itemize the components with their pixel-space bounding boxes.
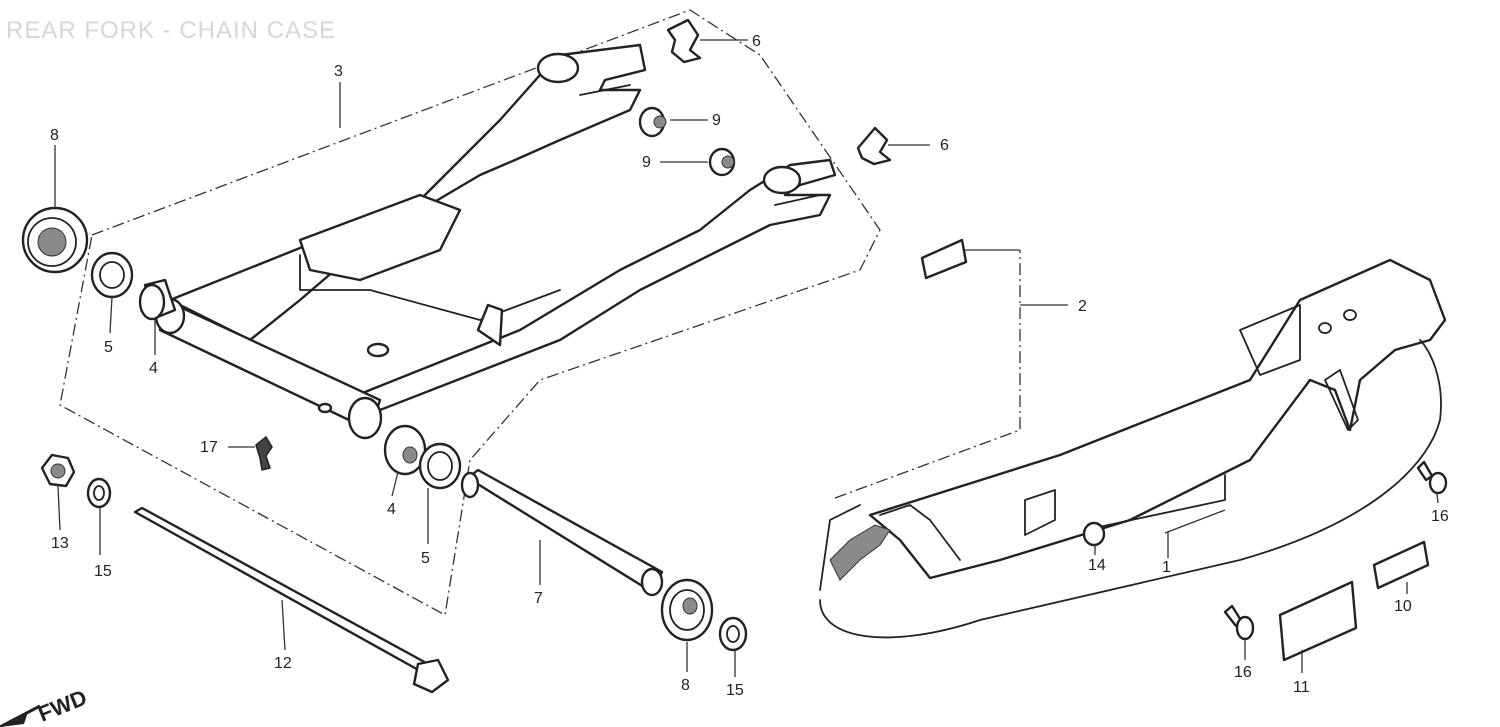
rear-fork-group-outline <box>59 9 881 617</box>
chain-case-label-drawing <box>920 238 968 280</box>
fwd-arrow-icon <box>0 704 41 727</box>
chain-case-drawing <box>819 258 1447 639</box>
adjuster-bushing-upper-drawing <box>638 106 667 138</box>
callout-12: 12 <box>274 655 292 672</box>
fwd-label: FWD <box>35 685 91 727</box>
callout-6-lower: 6 <box>940 137 949 154</box>
pivot-cap-left-drawing <box>21 206 89 274</box>
chain-case-group-outline <box>834 250 1021 499</box>
caution-label-small-drawing <box>1372 540 1430 590</box>
callout-9-upper: 9 <box>712 112 721 129</box>
callout-11: 11 <box>1293 679 1310 696</box>
leader-lines <box>54 39 1439 677</box>
bolt-lower-drawing <box>1223 604 1255 641</box>
adjuster-bushing-lower-drawing <box>708 147 736 177</box>
washer-right-drawing <box>718 616 748 652</box>
callout-6-upper: 6 <box>752 33 761 50</box>
callout-16-lower: 16 <box>1234 664 1252 681</box>
callout-2: 2 <box>1078 298 1087 315</box>
callout-10: 10 <box>1394 598 1412 615</box>
callout-9-lower: 9 <box>642 154 651 171</box>
caution-label-large-drawing <box>1278 580 1358 662</box>
callout-15-left: 15 <box>94 563 112 580</box>
diagram-title: REAR FORK - CHAIN CASE <box>6 17 336 44</box>
pivot-bolt-drawing <box>133 506 450 694</box>
callout-3: 3 <box>334 63 343 80</box>
pivot-nut-drawing <box>40 453 76 488</box>
callout-1: 1 <box>1162 559 1171 576</box>
washer-left-drawing <box>86 477 112 509</box>
callout-5-right: 5 <box>421 550 430 567</box>
callout-17: 17 <box>200 439 218 456</box>
callout-5-left: 5 <box>104 339 113 356</box>
grease-fitting-drawing <box>255 435 273 471</box>
callout-8-left: 8 <box>50 127 59 144</box>
callout-7: 7 <box>534 590 543 607</box>
callout-15-right: 15 <box>726 682 744 699</box>
callout-labels: 1 2 3 4 4 5 5 6 6 7 8 8 9 9 10 11 12 13 … <box>50 33 1449 699</box>
callout-14: 14 <box>1088 557 1106 574</box>
callout-8-right: 8 <box>681 677 690 694</box>
callout-16-upper: 16 <box>1431 508 1449 525</box>
dust-seal-right-drawing <box>418 442 462 490</box>
pivot-bushing-left-drawing <box>138 278 177 321</box>
rear-fork-drawing <box>154 43 837 440</box>
pivot-collar-drawing <box>460 468 664 597</box>
chain-adjuster-right-drawing <box>856 126 892 166</box>
callout-13: 13 <box>51 535 69 552</box>
callout-4-right: 4 <box>387 501 396 518</box>
dust-seal-left-drawing <box>90 251 134 299</box>
callout-4-left: 4 <box>149 360 158 377</box>
chain-adjuster-left-drawing <box>666 18 702 64</box>
pivot-cap-right-drawing <box>660 578 714 642</box>
bolt-upper-drawing <box>1416 460 1448 495</box>
grommet-drawing <box>1082 521 1106 547</box>
